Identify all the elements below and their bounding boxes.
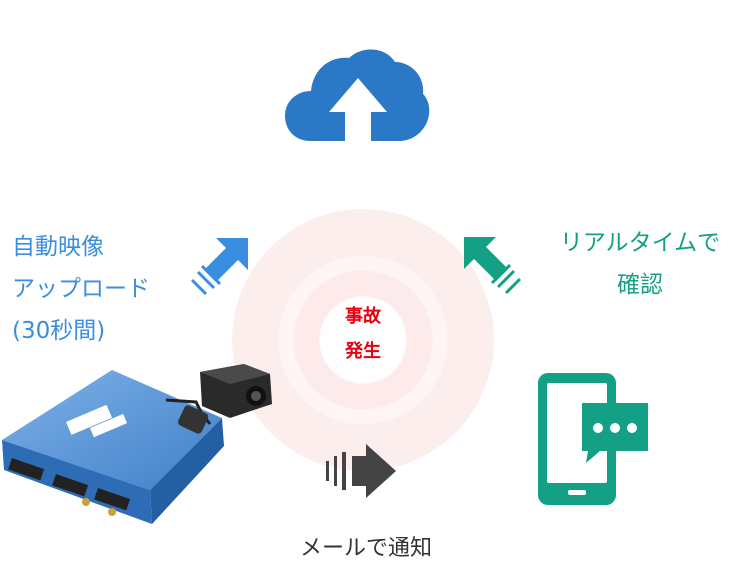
- arrow-up-left-icon: [464, 237, 522, 295]
- auto-upload-label: 自動映像 アップロード (30秒間): [12, 234, 150, 344]
- cloud-upload-icon: [285, 49, 430, 141]
- realtime-label: リアルタイムで 確認: [559, 230, 721, 298]
- arrow-right-icon: [326, 444, 396, 498]
- smartphone-chat-icon: [538, 373, 648, 505]
- mail-notify-label: メールで通知: [299, 536, 432, 561]
- incident-line-1: 事故: [345, 306, 381, 327]
- incident-line-2: 発生: [345, 341, 381, 362]
- incident-glow: [232, 209, 494, 471]
- camera-icon: [165, 364, 272, 434]
- arrow-up-right-icon: [190, 238, 248, 296]
- incident-label: 事故 発生: [313, 299, 413, 369]
